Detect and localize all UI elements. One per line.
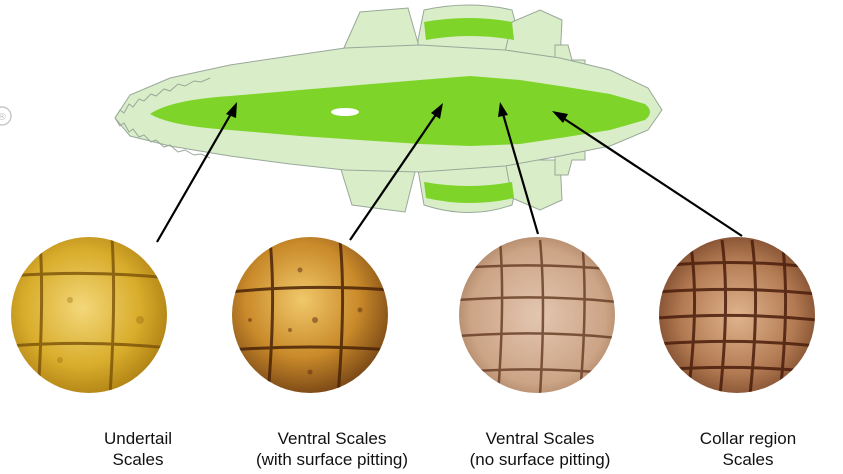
- collar-micrograph: [658, 236, 818, 396]
- caption-line-1: Ventral Scales: [445, 428, 635, 449]
- ventral-pitting-caption: Ventral Scales (with surface pitting): [232, 428, 432, 470]
- ventral-pitting-micrograph: [230, 236, 390, 396]
- svg-text:®: ®: [0, 112, 7, 123]
- collar-caption: Collar region Scales: [660, 428, 836, 470]
- watermark-icon: ®: [0, 107, 11, 125]
- crocodile-body: [115, 5, 662, 213]
- caption-line-2: Scales: [660, 449, 836, 470]
- caption-line-1: Ventral Scales: [232, 428, 432, 449]
- caption-line-2: (with surface pitting): [232, 449, 432, 470]
- undertail-caption: Undertail Scales: [50, 428, 226, 470]
- ventral-no-pitting-micrograph: [458, 236, 618, 396]
- caption-line-2: Scales: [50, 449, 226, 470]
- undertail-micrograph: [10, 236, 170, 396]
- caption-line-1: Undertail: [50, 428, 226, 449]
- caption-line-1: Collar region: [660, 428, 836, 449]
- ventral-no-pitting-caption: Ventral Scales (no surface pitting): [445, 428, 635, 470]
- caption-line-2: (no surface pitting): [445, 449, 635, 470]
